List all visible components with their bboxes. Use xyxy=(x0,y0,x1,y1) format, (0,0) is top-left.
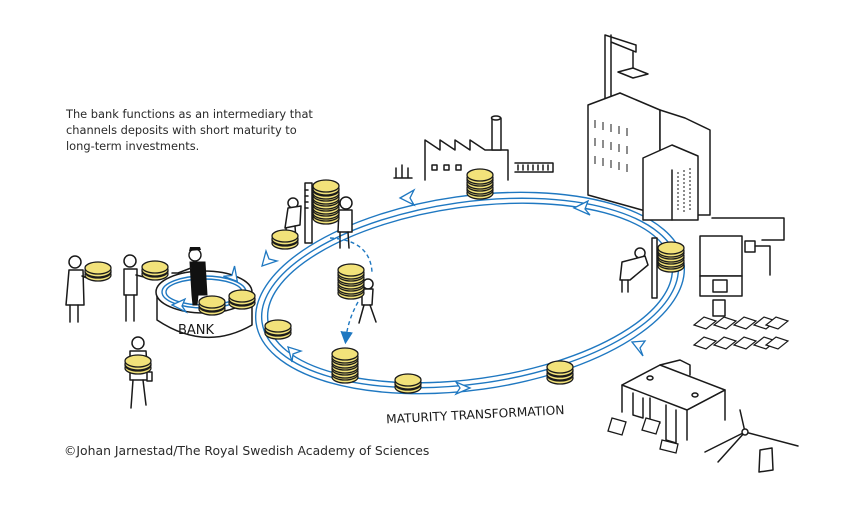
coin-icon xyxy=(271,229,299,246)
coin-measuring-workers xyxy=(271,179,353,250)
dashed-arrow-icon xyxy=(340,301,359,345)
coin-icon xyxy=(312,179,340,196)
flow-arrow-icon xyxy=(630,340,647,357)
bank-label: BANK xyxy=(178,323,215,338)
coin-measuring-worker-right xyxy=(619,237,685,299)
coin-icon xyxy=(84,261,112,278)
bank-teller xyxy=(171,247,208,306)
coin-icon xyxy=(198,295,226,312)
coin-icon xyxy=(124,354,152,371)
cylinder-parts xyxy=(607,417,679,454)
intro-line: channels deposits with short maturity to xyxy=(66,123,297,137)
depositor-walking xyxy=(124,336,153,409)
flow-arrow-icon xyxy=(170,297,188,314)
flow-arrow-icon xyxy=(261,248,280,267)
depositor-woman xyxy=(65,255,112,323)
bank-building: BANK xyxy=(155,247,256,339)
coin-carrier xyxy=(329,237,377,345)
flow-arrow-icon xyxy=(454,380,472,396)
measuring-ruler-icon xyxy=(651,237,658,299)
coin-icon xyxy=(657,241,685,258)
flow-arrow-icon xyxy=(223,265,239,283)
coin-icon xyxy=(337,263,365,280)
industrial-plant-with-wind-turbine xyxy=(607,359,799,473)
maturity-transformation-label: MATURITY TRANSFORMATION xyxy=(386,403,565,426)
car-rows xyxy=(692,316,790,350)
factory xyxy=(393,115,554,200)
coin-icon xyxy=(466,168,494,185)
intro-line: The bank functions as an intermediary th… xyxy=(66,107,313,121)
image-credit: ©Johan Jarnestad/The Royal Swedish Acade… xyxy=(64,443,430,458)
coin-icon xyxy=(264,319,292,336)
coin-icon xyxy=(141,260,169,277)
flow-arrow-icon xyxy=(572,199,591,216)
car-factory xyxy=(692,217,790,350)
intro-line: long-term investments. xyxy=(66,139,200,153)
coin-icon xyxy=(394,373,422,390)
measuring-ruler-icon xyxy=(304,182,313,244)
intro-text: The bank functions as an intermediary th… xyxy=(66,106,336,154)
coin-icon xyxy=(228,289,256,306)
flow-arrow-icon xyxy=(398,188,416,207)
cycle-coins xyxy=(264,319,574,394)
coin-icon xyxy=(331,347,359,364)
flow-arrow-icon xyxy=(287,346,304,363)
depositor-man xyxy=(123,254,169,322)
office-buildings-with-crane xyxy=(587,34,711,221)
coin-icon xyxy=(546,360,574,377)
